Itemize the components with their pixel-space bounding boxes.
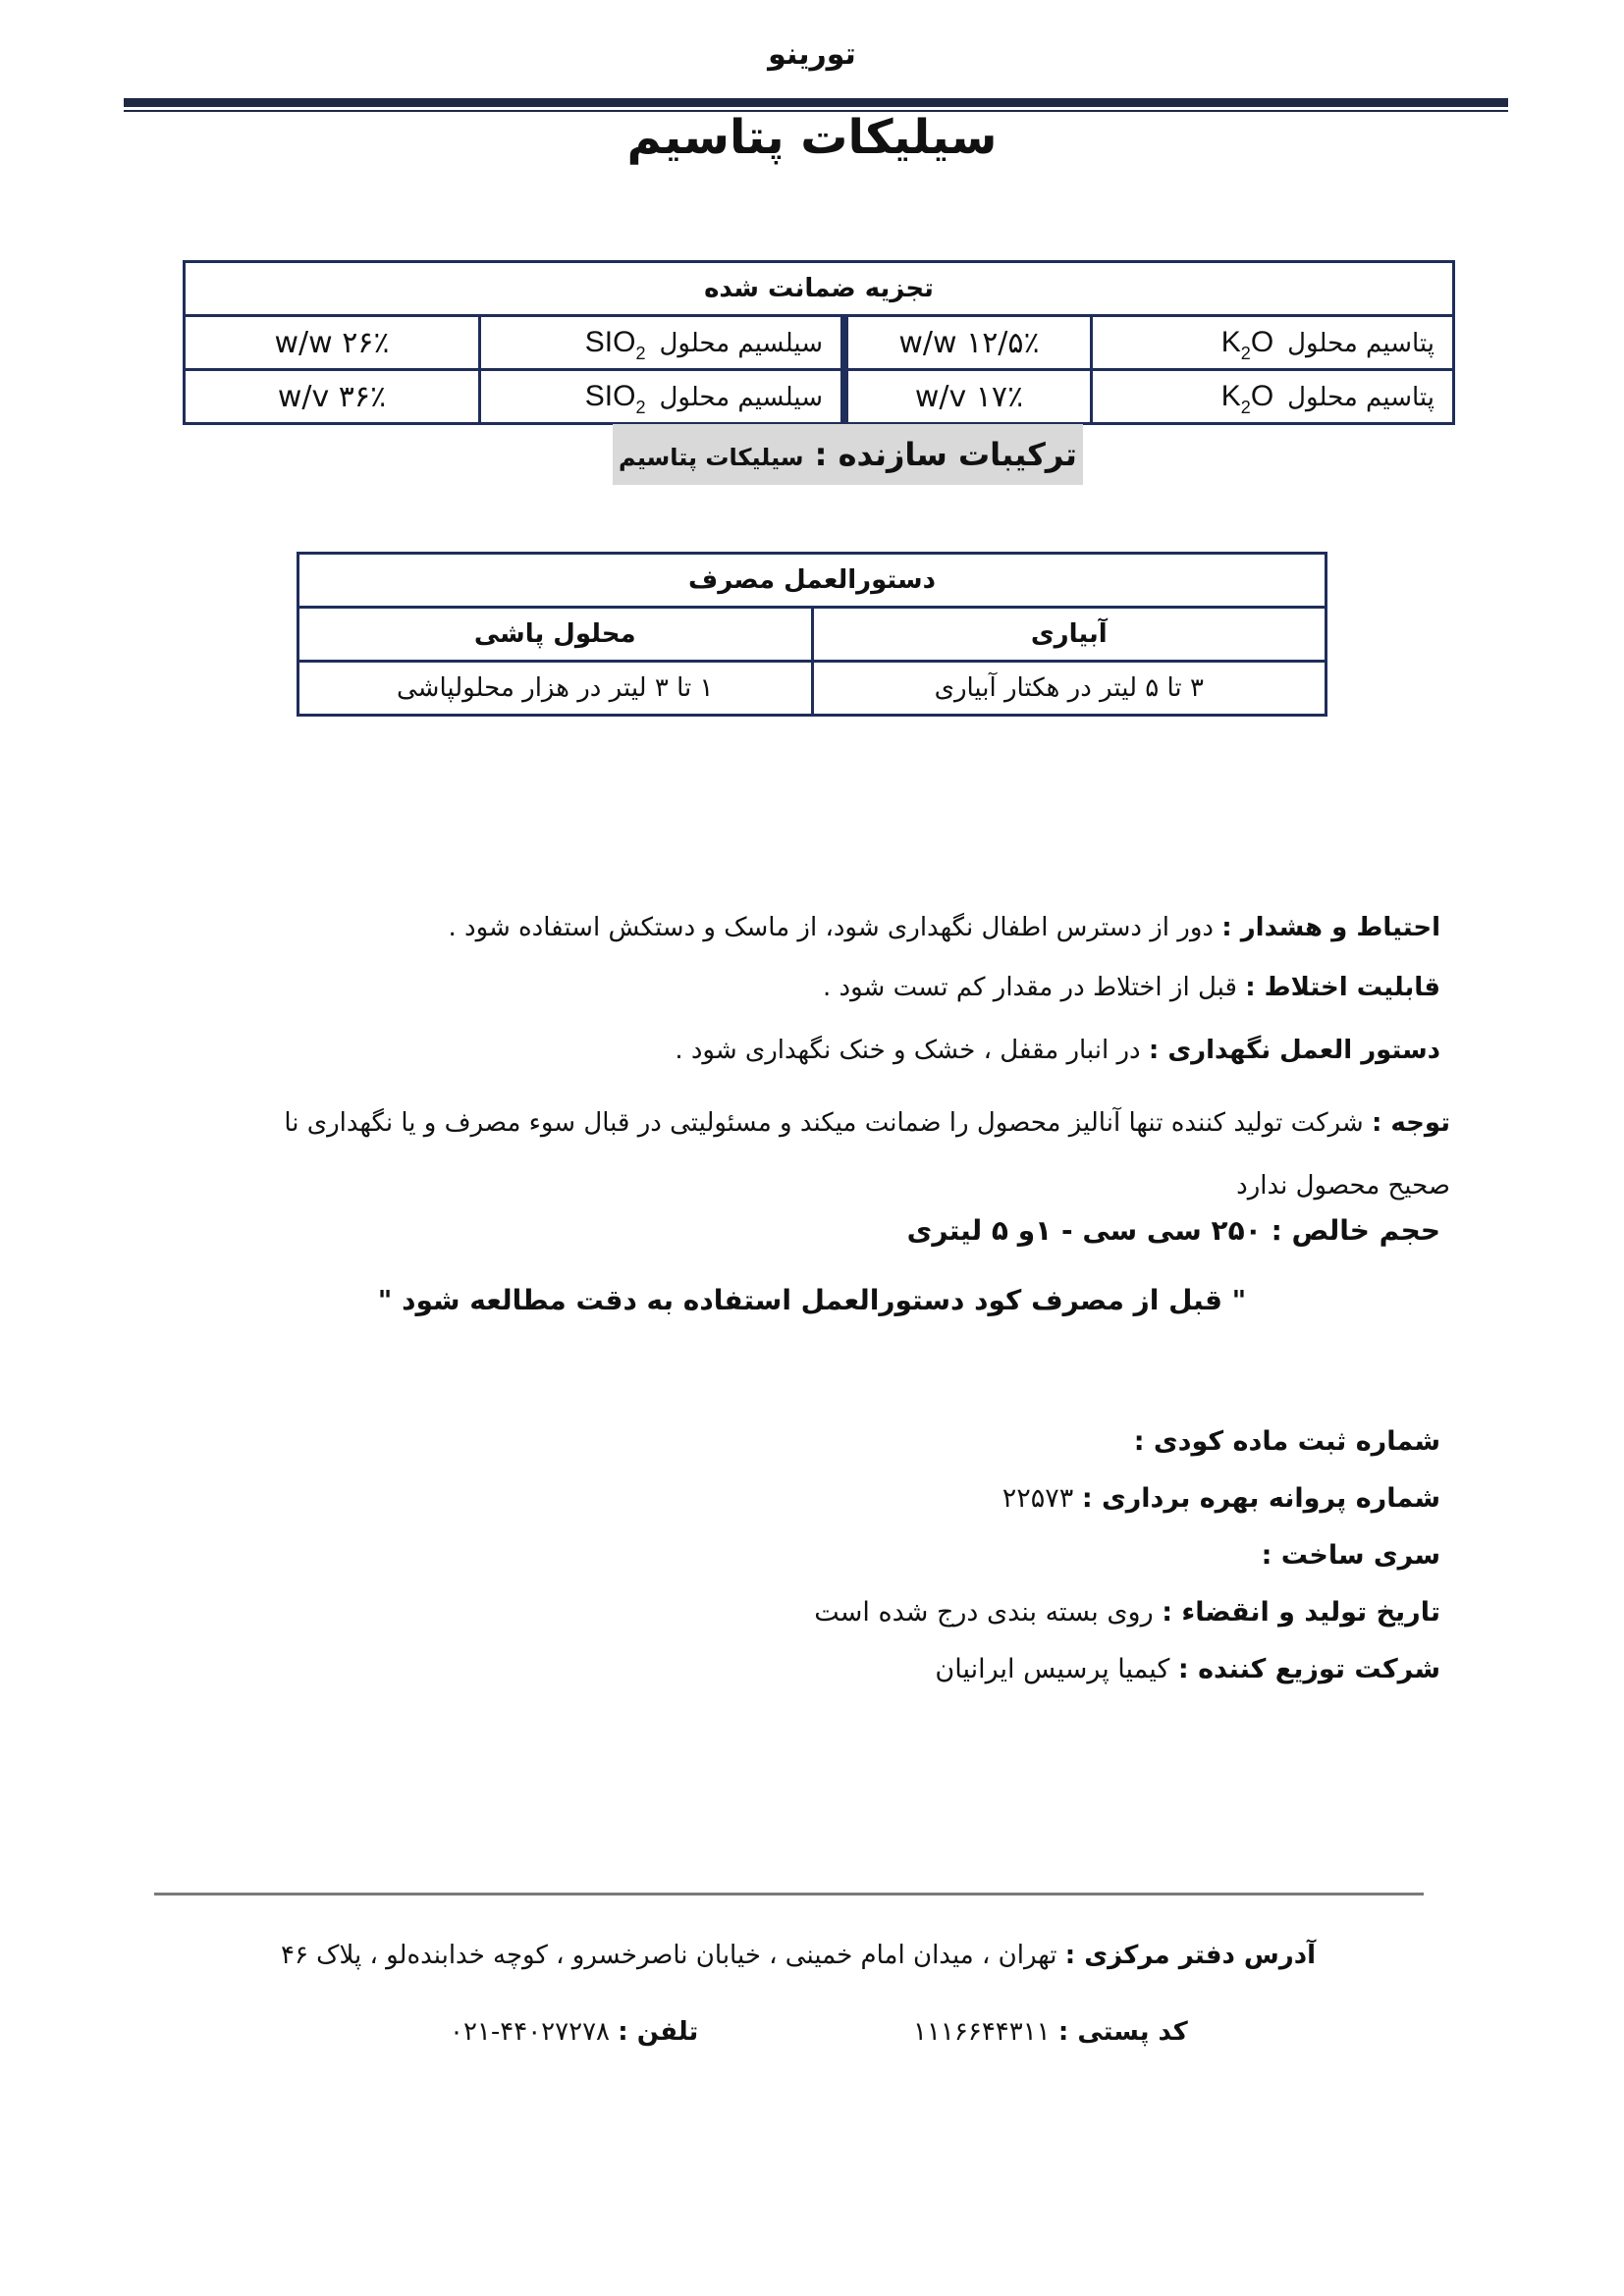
product-title: سیلیکات پتاسیم bbox=[626, 110, 998, 165]
table-row: آبیاری محلول پاشی bbox=[297, 606, 1327, 663]
analysis-si-cell: SIO2 سیلسیم محلول bbox=[478, 368, 846, 425]
composition-title: ترکیبات سازنده : bbox=[814, 436, 1077, 473]
office-address: آدرس دفتر مرکزی : تهران ، میدان امام خمی… bbox=[196, 1941, 1316, 1970]
brand-name: تورینو bbox=[768, 37, 856, 72]
analysis-label: سیلسیم محلول bbox=[659, 383, 824, 412]
analysis-header: تجزیه ضمانت شده bbox=[183, 260, 1455, 317]
usage-header: دستورالعمل مصرف bbox=[297, 552, 1327, 609]
phone-number: تلفن : ۰۲۱-۴۴۰۲۷۲۷۸ bbox=[450, 2017, 698, 2047]
formula: SIO2 bbox=[584, 326, 646, 363]
analysis-k-cell: K2O پتاسیم محلول bbox=[1090, 314, 1455, 371]
analysis-label: پتاسیم محلول bbox=[1287, 383, 1435, 412]
sio2-formula: SIO2 سیلسیم محلول bbox=[584, 326, 824, 363]
usage-instructions-table: دستورالعمل مصرف آبیاری محلول پاشی ۳ تا ۵… bbox=[297, 552, 1327, 717]
usage-column-spray: محلول پاشی bbox=[297, 606, 814, 663]
mixing-text: قبل از اختلاط در مقدار کم تست شود . bbox=[823, 973, 1237, 1002]
usage-value-irrigation: ۳ تا ۵ لیتر در هکتار آبیاری bbox=[810, 660, 1327, 717]
net-volume: حجم خالص : ۲۵۰ سی سی - ۱و ۵ لیتری bbox=[906, 1214, 1440, 1247]
address-value: تهران ، میدان امام خمینی ، خیابان ناصرخس… bbox=[280, 1941, 1057, 1970]
date-value: روی بسته بندی درج شده است bbox=[814, 1597, 1154, 1628]
storage-note: دستور العمل نگهداری : در انبار مقفل ، خش… bbox=[247, 1031, 1440, 1070]
storage-label: دستور العمل نگهداری : bbox=[1148, 1036, 1440, 1065]
production-expiry-date: تاریخ تولید و انقضاء : روی بسته بندی درج… bbox=[247, 1597, 1440, 1628]
formula: SIO2 bbox=[584, 380, 646, 417]
table-row: ۳ تا ۵ لیتر در هکتار آبیاری ۱ تا ۳ لیتر … bbox=[297, 660, 1327, 717]
address-label: آدرس دفتر مرکزی : bbox=[1064, 1941, 1316, 1970]
date-label: تاریخ تولید و انقضاء : bbox=[1162, 1597, 1440, 1628]
registration-number: شماره ثبت ماده کودی : bbox=[1133, 1426, 1440, 1457]
postal-value: ۱۱۱۶۶۴۴۳۱۱ bbox=[913, 2017, 1051, 2047]
attention-text: شرکت تولید کننده تنها آنالیز محصول را ضم… bbox=[284, 1108, 1450, 1201]
attention-note: توجه : شرکت تولید کننده تنها آنالیز محصو… bbox=[247, 1092, 1450, 1217]
table-header-row: تجزیه ضمانت شده bbox=[183, 260, 1455, 317]
analysis-k-cell: K2O پتاسیم محلول bbox=[1090, 368, 1455, 425]
composition-label: ترکیبات سازنده : سیلیکات پتاسیم bbox=[613, 424, 1083, 485]
postal-code: کد پستی : ۱۱۱۶۶۴۴۳۱۱ bbox=[913, 2017, 1188, 2047]
k2o-formula: K2O پتاسیم محلول bbox=[1220, 380, 1435, 417]
mixing-note: قابلیت اختلاط : قبل از اختلاط در مقدار ک… bbox=[247, 968, 1440, 1007]
table-header-row: دستورالعمل مصرف bbox=[297, 552, 1327, 609]
sio2-formula: SIO2 سیلسیم محلول bbox=[584, 380, 824, 417]
composition-value: سیلیکات پتاسیم bbox=[619, 444, 804, 471]
k2o-formula: K2O پتاسیم محلول bbox=[1220, 326, 1435, 363]
header-divider-thin bbox=[124, 110, 1508, 112]
distributor-label: شرکت توزیع کننده : bbox=[1177, 1654, 1440, 1684]
license-label: شماره پروانه بهره برداری : bbox=[1081, 1483, 1440, 1514]
usage-value-spray: ۱ تا ۳ لیتر در هزار محلولپاشی bbox=[297, 660, 814, 717]
analysis-si-cell: SIO2 سیلسیم محلول bbox=[478, 314, 846, 371]
license-number: شماره پروانه بهره برداری : ۲۲۵۷۳ bbox=[247, 1483, 1440, 1514]
usage-column-irrigation: آبیاری bbox=[810, 606, 1327, 663]
analysis-value: ۱۷٪ w/v bbox=[840, 368, 1093, 425]
attention-label: توجه : bbox=[1371, 1108, 1450, 1138]
caution-label: احتیاط و هشدار : bbox=[1221, 913, 1440, 942]
license-value: ۲۲۵۷۳ bbox=[1001, 1483, 1074, 1514]
header-divider bbox=[124, 98, 1508, 107]
footer-divider bbox=[154, 1893, 1424, 1896]
formula: K2O bbox=[1220, 380, 1274, 417]
analysis-value: ۱۲/۵٪ w/w bbox=[840, 314, 1093, 371]
analysis-value: ۳۶٪ w/v bbox=[183, 368, 481, 425]
table-row: K2O پتاسیم محلول ۱۷٪ w/v SIO2 سیلسیم محل… bbox=[183, 368, 1455, 425]
phone-label: تلفن : bbox=[618, 2017, 699, 2047]
formula: K2O bbox=[1220, 326, 1274, 363]
distributor-value: کیمیا پرسیس ایرانیان bbox=[935, 1654, 1170, 1684]
batch-series: سری ساخت : bbox=[1261, 1540, 1440, 1571]
distributor: شرکت توزیع کننده : کیمیا پرسیس ایرانیان bbox=[247, 1654, 1440, 1684]
analysis-label: پتاسیم محلول bbox=[1287, 329, 1435, 358]
mixing-label: قابلیت اختلاط : bbox=[1245, 973, 1440, 1002]
table-row: K2O پتاسیم محلول ۱۲/۵٪ w/w SIO2 سیلسیم م… bbox=[183, 314, 1455, 371]
analysis-label: سیلسیم محلول bbox=[659, 329, 824, 358]
analysis-value: ۲۶٪ w/w bbox=[183, 314, 481, 371]
read-instructions-quote: " قبل از مصرف کود دستورالعمل استفاده به … bbox=[377, 1284, 1247, 1316]
guaranteed-analysis-table: تجزیه ضمانت شده K2O پتاسیم محلول ۱۲/۵٪ w… bbox=[183, 260, 1455, 425]
storage-text: در انبار مقفل ، خشک و خنک نگهداری شود . bbox=[675, 1036, 1141, 1065]
postal-label: کد پستی : bbox=[1057, 2017, 1188, 2047]
caution-text: دور از دسترس اطفال نگهداری شود، از ماسک … bbox=[448, 913, 1214, 942]
phone-value: ۰۲۱-۴۴۰۲۷۲۷۸ bbox=[450, 2017, 610, 2047]
caution-note: احتیاط و هشدار : دور از دسترس اطفال نگهد… bbox=[247, 908, 1440, 947]
